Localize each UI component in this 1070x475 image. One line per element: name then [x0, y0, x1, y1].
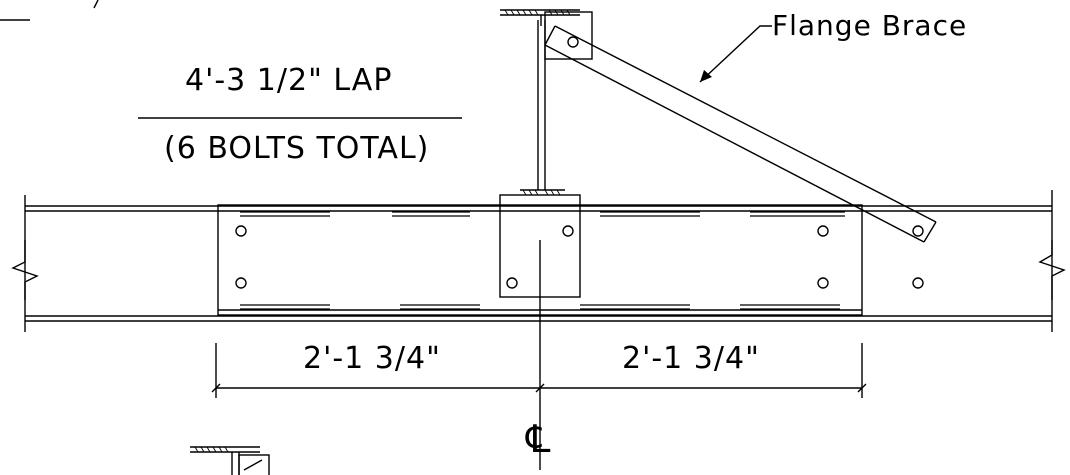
bolt-hole — [235, 277, 247, 289]
dimension-left-label: 2'-1 3/4" — [303, 341, 441, 376]
break-symbol-left — [11, 240, 39, 300]
flange-brace-label: Flange Brace — [772, 9, 968, 42]
dimension-line — [211, 343, 867, 398]
bolt-hole — [817, 277, 829, 289]
bolts-total-label: (6 BOLTS TOTAL) — [164, 131, 430, 166]
lap-length-label: 4'-3 1/2" LAP — [185, 63, 393, 98]
vertical-member — [520, 20, 565, 191]
top-brace-plate — [544, 11, 593, 60]
centerline-symbol: ℄ — [526, 417, 551, 461]
partial-detail-bottom — [190, 446, 270, 475]
web-dash-lines — [240, 211, 845, 310]
bolt-hole — [817, 225, 829, 237]
main-beam — [24, 190, 1053, 332]
bolt-hole — [506, 277, 518, 289]
bolt-holes — [235, 36, 924, 289]
top-flange — [500, 9, 580, 26]
bolt-hole — [567, 36, 579, 48]
bolt-hole — [235, 225, 247, 237]
leader-line — [699, 25, 772, 83]
corner-tick-diag — [93, 0, 99, 9]
dimension-right-label: 2'-1 3/4" — [622, 341, 760, 376]
bolt-hole — [562, 225, 574, 237]
leader-arrowhead — [700, 70, 712, 82]
bolt-hole — [912, 277, 924, 289]
break-symbol-right — [1038, 240, 1066, 300]
flange-brace — [544, 25, 937, 243]
flange-hatch — [194, 9, 571, 453]
bolt-hole — [912, 225, 924, 237]
